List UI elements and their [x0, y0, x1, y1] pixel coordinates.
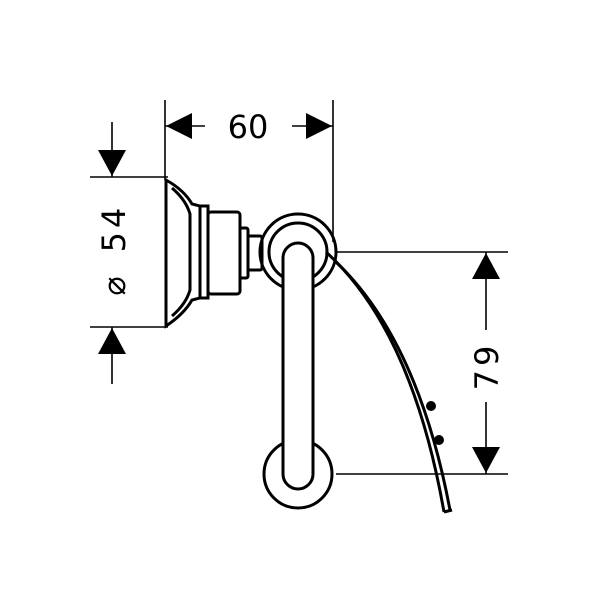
- holder-arm: [258, 212, 338, 510]
- width-arrow-left: [166, 113, 192, 139]
- flap-outer-curve: [324, 250, 446, 513]
- rosette-inner-curve: [171, 186, 192, 318]
- width-dimension: 60: [164, 100, 334, 242]
- flap-inner-curve: [334, 260, 452, 511]
- diameter-dimension: ⌀ 54: [90, 122, 168, 384]
- width-arrow-right: [306, 113, 332, 139]
- diameter-arrow-top: [98, 150, 126, 176]
- height-arrow-bottom: [472, 447, 500, 473]
- bar-top-arc: [281, 241, 315, 259]
- wall-mount: [164, 177, 264, 329]
- diameter-label: 54: [95, 204, 133, 253]
- diameter-arrow-bottom: [98, 328, 126, 354]
- height-label: 79: [468, 342, 506, 391]
- diameter-symbol: ⌀: [95, 276, 133, 295]
- height-arrow-top: [472, 253, 500, 279]
- flap-decoration-dot-1: [426, 401, 436, 411]
- paper-flap: [324, 250, 453, 514]
- width-label: 60: [228, 108, 269, 146]
- vertical-bar: [281, 258, 315, 491]
- height-dimension: 79: [336, 251, 508, 475]
- flap-tip: [443, 508, 453, 514]
- mount-stem: [246, 234, 264, 272]
- flap-decoration-dot-2: [434, 435, 444, 445]
- mount-body: [206, 210, 242, 296]
